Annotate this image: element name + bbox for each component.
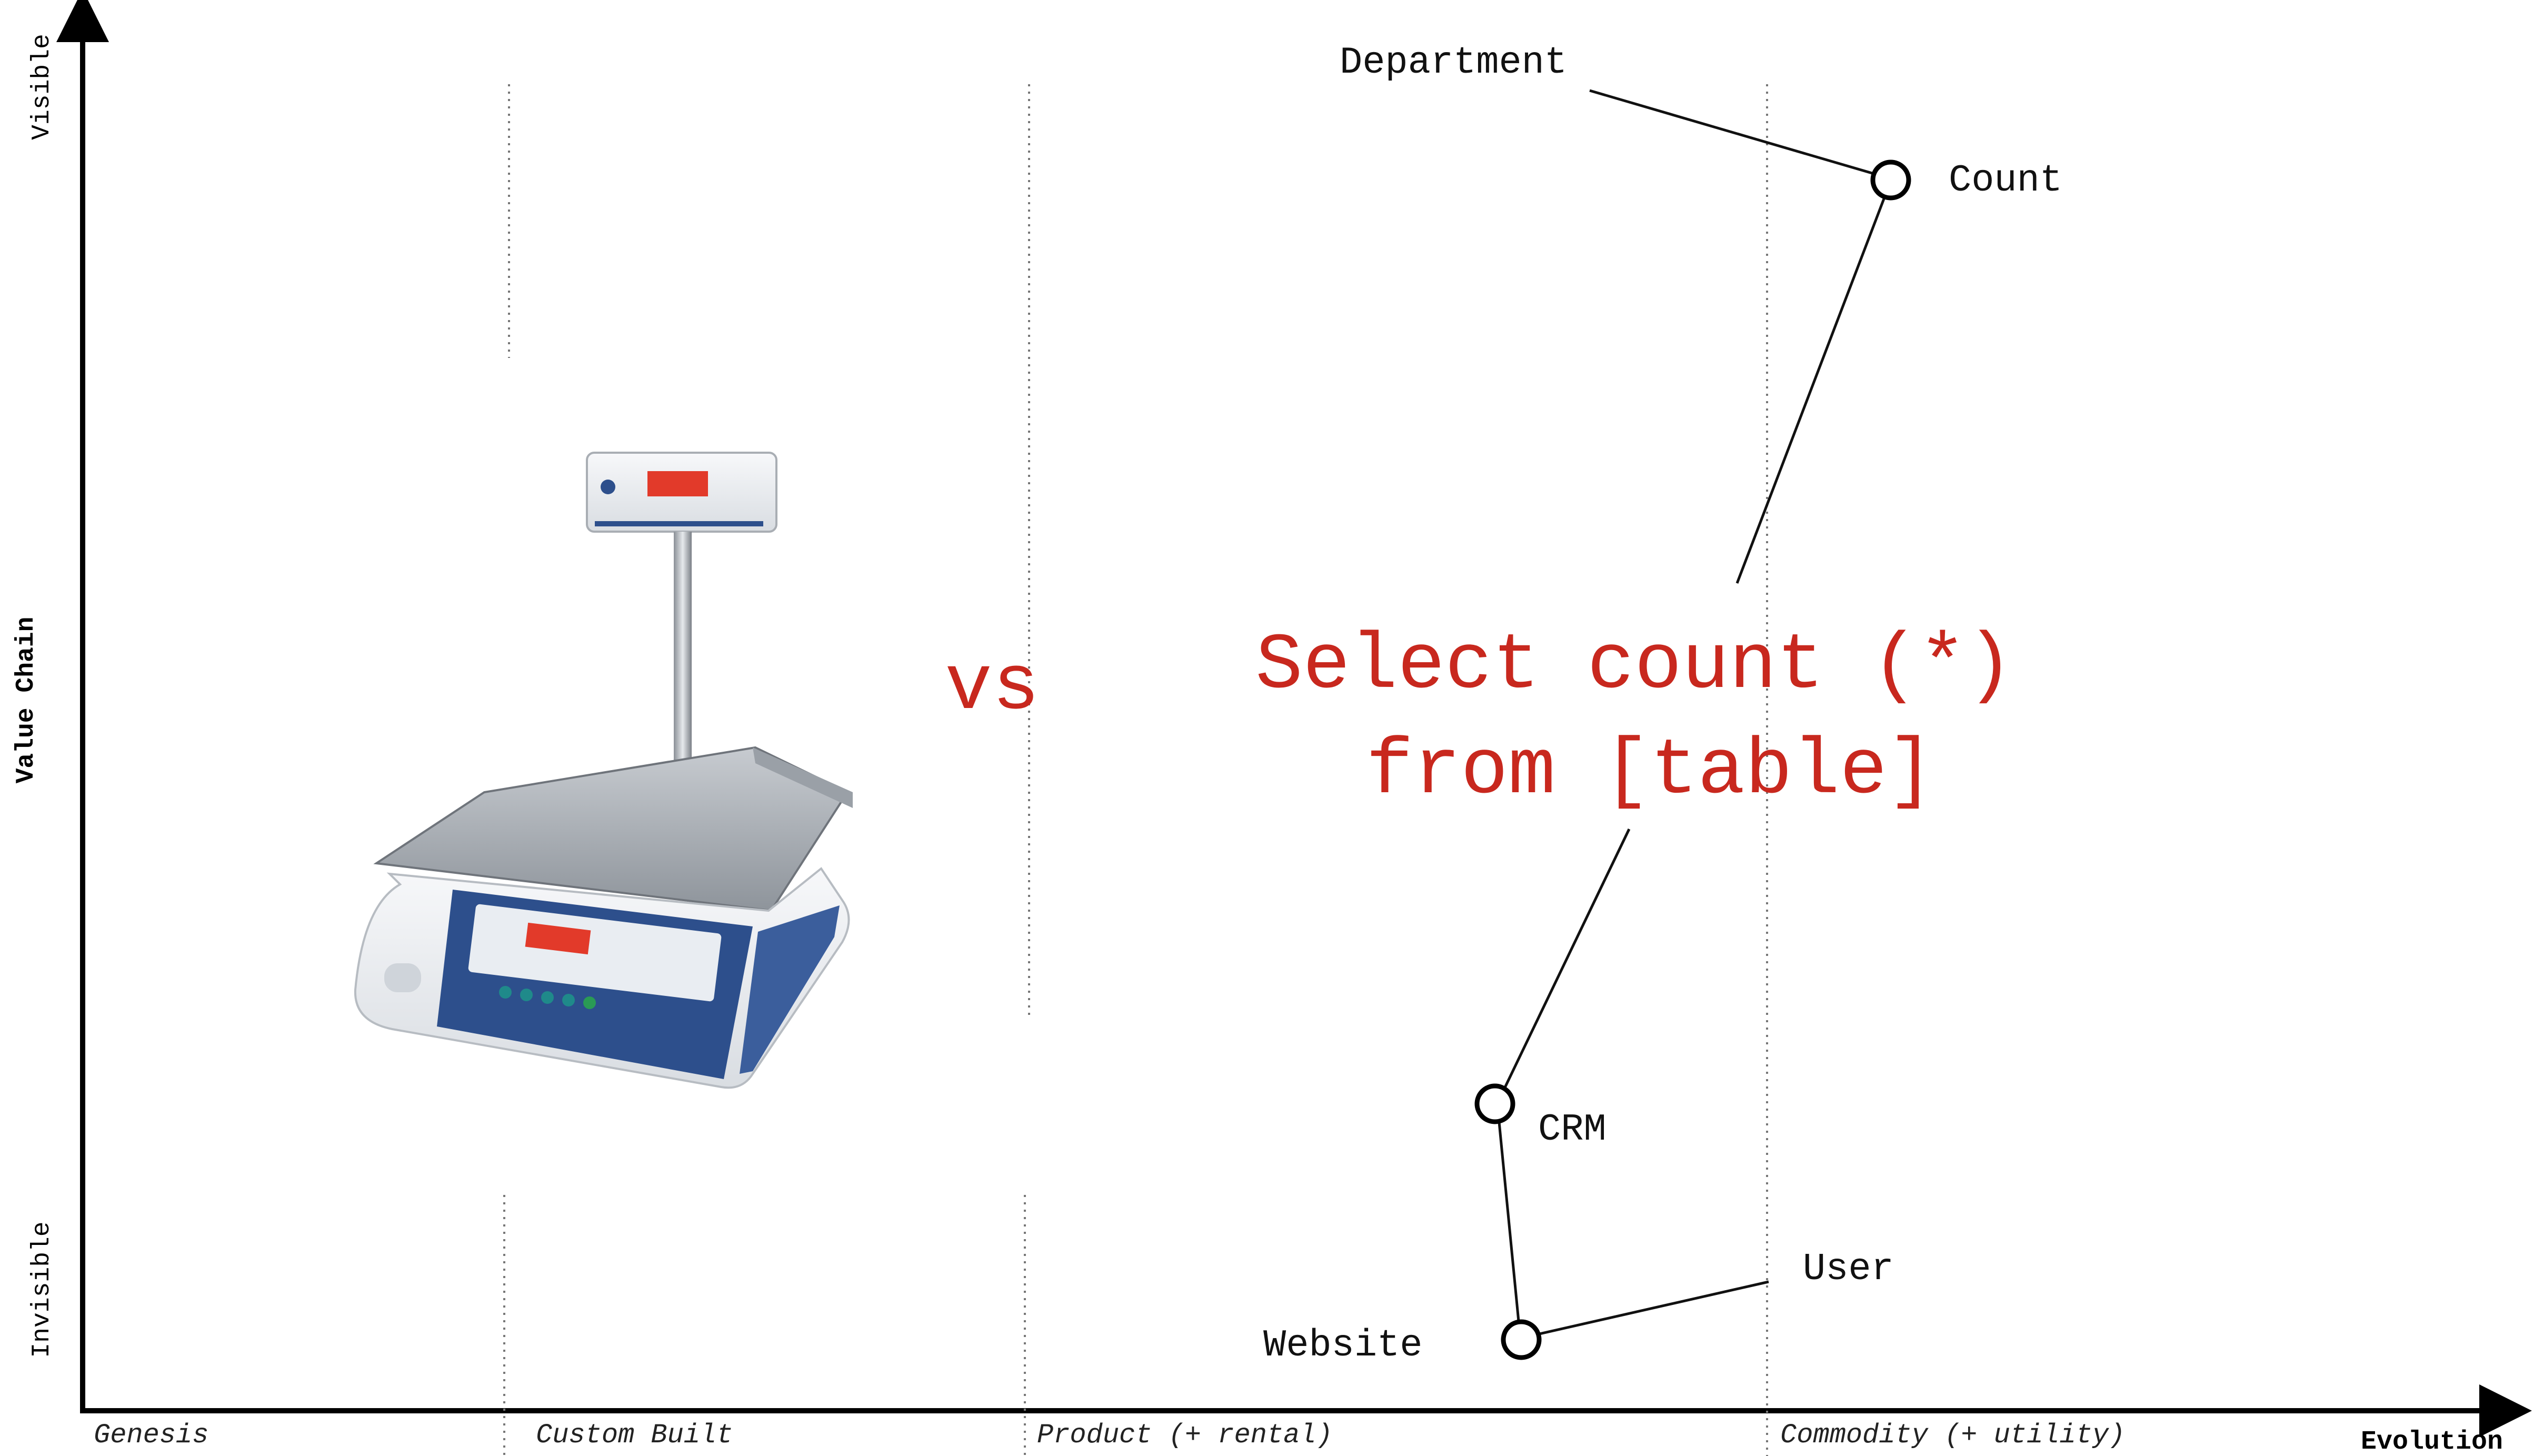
link-website-user bbox=[1537, 1280, 1769, 1336]
scale-head-strip bbox=[595, 521, 763, 526]
label-crm: CRM bbox=[1538, 1108, 1607, 1151]
scale-base-screen bbox=[525, 922, 591, 955]
query-line-1: Select count (*) bbox=[1255, 622, 2013, 711]
link-text-crm bbox=[1503, 828, 1631, 1090]
scale-button bbox=[541, 991, 554, 1004]
scale-pole bbox=[674, 532, 692, 784]
scale-tray-lip bbox=[753, 747, 853, 808]
stage-commodity: Commodity (+ utility) bbox=[1780, 1420, 2125, 1451]
scale-display-head-screen bbox=[647, 471, 708, 496]
y-axis-label: Value Chain bbox=[12, 617, 41, 784]
stage-product: Product (+ rental) bbox=[1037, 1420, 1333, 1451]
label-department: Department bbox=[1340, 41, 1567, 84]
query-line-2: from [table] bbox=[1366, 727, 1934, 816]
scale-handle-slot bbox=[384, 963, 421, 992]
stage-dividers bbox=[503, 84, 1768, 1456]
y-axis-bottom-label: Invisible bbox=[28, 1221, 56, 1358]
link-crm-website bbox=[1498, 1122, 1520, 1322]
stage-genesis: Genesis bbox=[94, 1420, 208, 1451]
node-count[interactable] bbox=[1870, 159, 1911, 201]
node-website[interactable] bbox=[1501, 1319, 1542, 1360]
weighing-scale-illustration bbox=[354, 452, 853, 1089]
link-department-count bbox=[1589, 89, 1874, 175]
x-axis-label: Evolution bbox=[2361, 1427, 2503, 1456]
label-user: User bbox=[1803, 1248, 1894, 1291]
scale-button bbox=[583, 996, 596, 1009]
label-website: Website bbox=[1263, 1324, 1422, 1367]
scale-button bbox=[520, 989, 533, 1001]
scale-button bbox=[562, 994, 575, 1006]
y-axis-top-label: Visible bbox=[28, 34, 56, 140]
scale-button bbox=[499, 986, 512, 999]
scale-head-knob bbox=[601, 480, 615, 494]
node-crm[interactable] bbox=[1474, 1083, 1515, 1124]
label-count: Count bbox=[1949, 159, 2062, 202]
stage-custom-built: Custom Built bbox=[536, 1420, 733, 1451]
scale-buttons bbox=[499, 986, 596, 1009]
vs-text: vs bbox=[945, 643, 1040, 732]
link-count-text bbox=[1735, 197, 1886, 584]
scale-blue-side bbox=[740, 905, 840, 1074]
links bbox=[1498, 89, 1886, 1336]
